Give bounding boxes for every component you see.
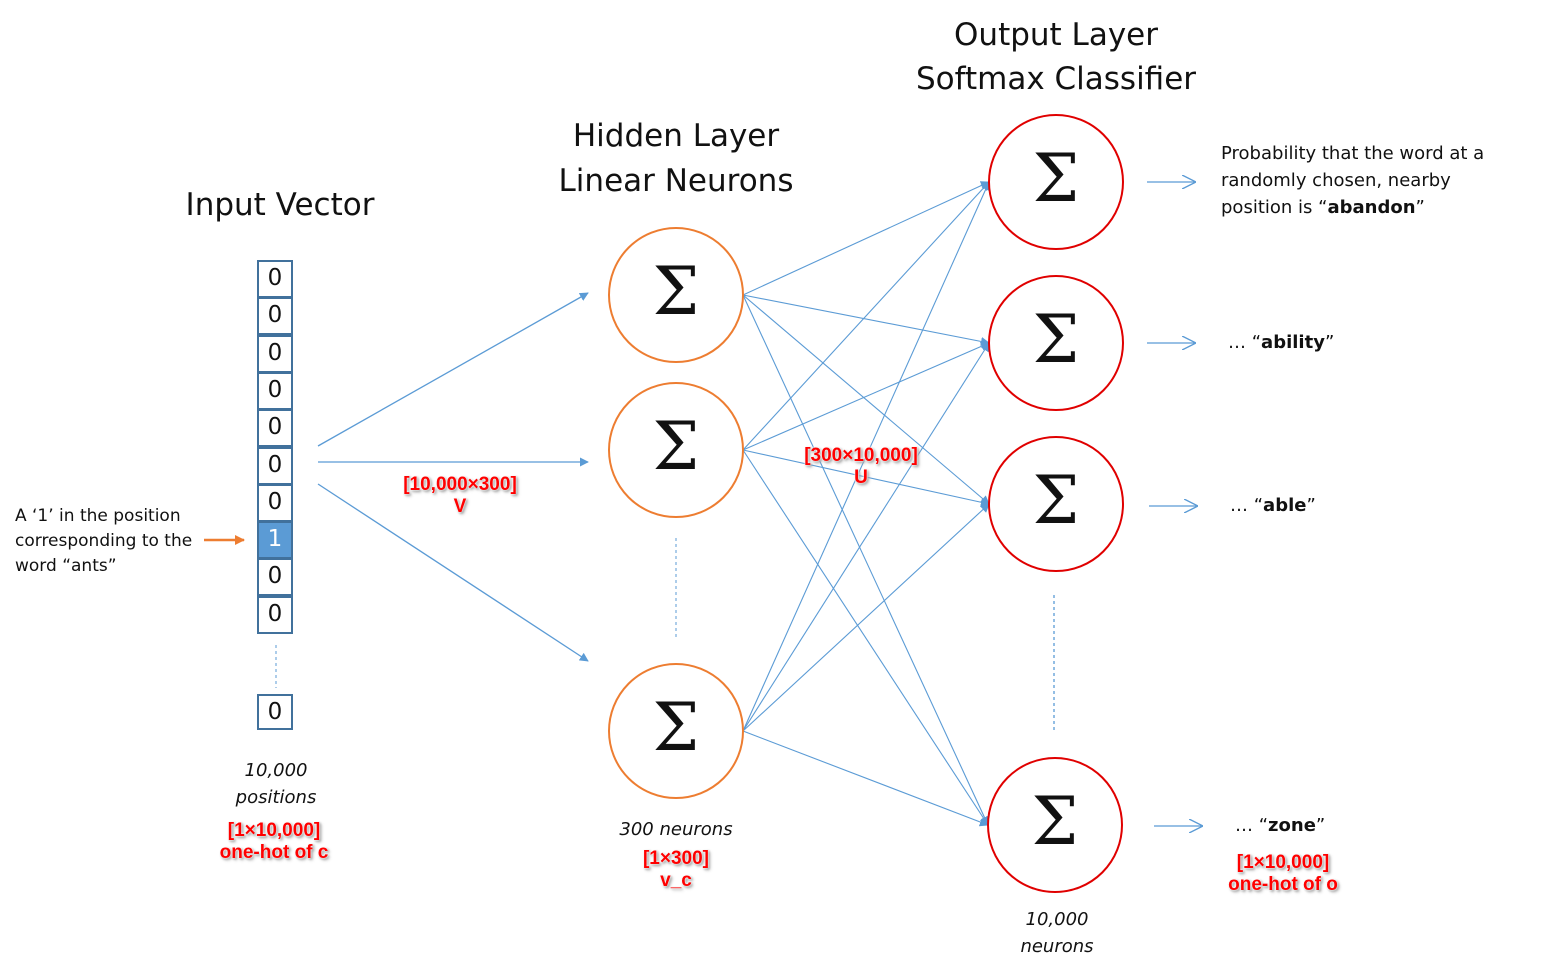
weights-v-shape: [10,000×300] [403, 474, 517, 495]
input-annotation-line3: word “ants” [15, 556, 117, 576]
input-count-number: 10,000 [244, 760, 308, 781]
input-to-hidden-edge [317, 292, 589, 447]
output-label-able: … “able” [1230, 492, 1316, 519]
input-count-unit: positions [235, 787, 317, 808]
input-shape-label: [1×10,000] one-hot of c [194, 820, 354, 864]
output-word-zone: zone [1268, 815, 1316, 836]
output-label-abandon-line1: Probability that the word at a [1221, 143, 1485, 164]
hidden-to-output-edge [742, 342, 990, 732]
weights-u-shape: [300×10,000] [804, 445, 918, 466]
output-shape-label: [1×10,000] one-hot of o [1203, 852, 1363, 896]
output-count-label: 10,000 neurons [987, 906, 1127, 960]
hidden-to-output-edge [742, 342, 990, 451]
output-count-unit: neurons [1020, 936, 1094, 957]
hidden-count-label: 300 neurons [619, 819, 733, 840]
quote-open: position is “ [1221, 197, 1328, 218]
sigma-icon: Σ [1032, 462, 1080, 539]
quote-open: … “ [1235, 815, 1269, 836]
input-cell: 0 [257, 595, 293, 634]
input-shape: [1×10,000] [227, 820, 321, 841]
hidden-to-output-edge [742, 294, 990, 505]
input-cell: 0 [257, 260, 293, 298]
output-label-ability: … “ability” [1228, 329, 1334, 356]
hidden-to-output-edge [742, 181, 990, 296]
input-annotation-line1: A ‘1’ in the position [15, 506, 181, 526]
hidden-layer-subtitle: Linear Neurons [558, 163, 794, 199]
output-label-abandon-line3: position is “abandon” [1221, 194, 1484, 221]
input-cell-hot: 1 [257, 521, 293, 560]
output-neuron-1 [988, 114, 1124, 250]
output-label-abandon: Probability that the word at a randomly … [1221, 140, 1484, 221]
weights-u-name: U [854, 467, 868, 488]
input-shape-name: one-hot of c [219, 842, 329, 863]
input-vector-title: Input Vector [185, 187, 375, 223]
quote-close: ” [1324, 332, 1335, 353]
hidden-neuron-2 [608, 382, 744, 518]
sigma-icon: Σ [1031, 783, 1079, 860]
input-cell: 0 [257, 483, 293, 522]
hidden-to-output-edge [742, 449, 990, 507]
input-cell: 0 [257, 409, 293, 448]
hidden-to-output-edge [742, 294, 989, 826]
output-word-abandon: abandon [1327, 197, 1416, 218]
hidden-to-output-edge [742, 503, 990, 732]
input-to-hidden-edge [317, 483, 589, 662]
hidden-shape-name: v_c [660, 870, 692, 891]
hidden-to-output-edge [742, 181, 990, 732]
quote-close: ” [1315, 815, 1326, 836]
output-layer-title: Output Layer [954, 17, 1158, 53]
sigma-icon: Σ [652, 408, 700, 485]
hidden-to-output-edge [742, 181, 990, 451]
quote-close: ” [1415, 197, 1425, 218]
hidden-to-output-edge [742, 730, 989, 827]
sigma-icon: Σ [1032, 140, 1080, 217]
output-label-abandon-line2: randomly chosen, nearby [1221, 170, 1451, 191]
input-annotation-line2: corresponding to the [15, 531, 193, 551]
input-cell: 0 [257, 371, 293, 410]
output-shape-name: one-hot of o [1228, 874, 1338, 895]
sigma-icon: Σ [1032, 301, 1080, 378]
output-count-number: 10,000 [1025, 909, 1089, 930]
hidden-layer-title: Hidden Layer [572, 118, 780, 154]
input-cell: 0 [257, 334, 293, 373]
hidden-neuron-1 [608, 227, 744, 363]
output-neuron-3 [988, 436, 1124, 572]
sigma-icon: Σ [652, 689, 700, 766]
hidden-shape: [1×300] [642, 848, 710, 869]
output-shape: [1×10,000] [1236, 852, 1330, 873]
quote-close: ” [1306, 495, 1316, 516]
sigma-icon: Σ [652, 253, 700, 330]
output-word-able: able [1263, 495, 1307, 516]
quote-open: … “ [1228, 332, 1262, 353]
hidden-to-output-edge [742, 449, 989, 826]
hidden-neuron-3 [608, 663, 744, 799]
input-annotation: A ‘1’ in the position corresponding to t… [15, 504, 192, 579]
weights-v-name: V [453, 496, 467, 517]
input-count-label: 10,000 positions [206, 757, 346, 811]
input-vector-last-cell: 0 [257, 694, 293, 730]
output-label-zone: … “zone” [1235, 812, 1325, 839]
input-cell: 0 [257, 446, 293, 485]
output-neuron-2 [988, 275, 1124, 411]
input-cell: 0 [257, 558, 293, 597]
hidden-to-output-edge [742, 294, 990, 346]
hidden-shape-label: [1×300] v_c [596, 848, 756, 892]
quote-open: … “ [1230, 495, 1264, 516]
output-word-ability: ability [1261, 332, 1325, 353]
output-layer-subtitle: Softmax Classifier [915, 61, 1197, 97]
weights-v-label: [10,000×300] V [380, 474, 540, 518]
output-neuron-4 [987, 757, 1123, 893]
weights-u-label: [300×10,000] U [781, 445, 941, 489]
input-cell: 0 [257, 297, 293, 336]
